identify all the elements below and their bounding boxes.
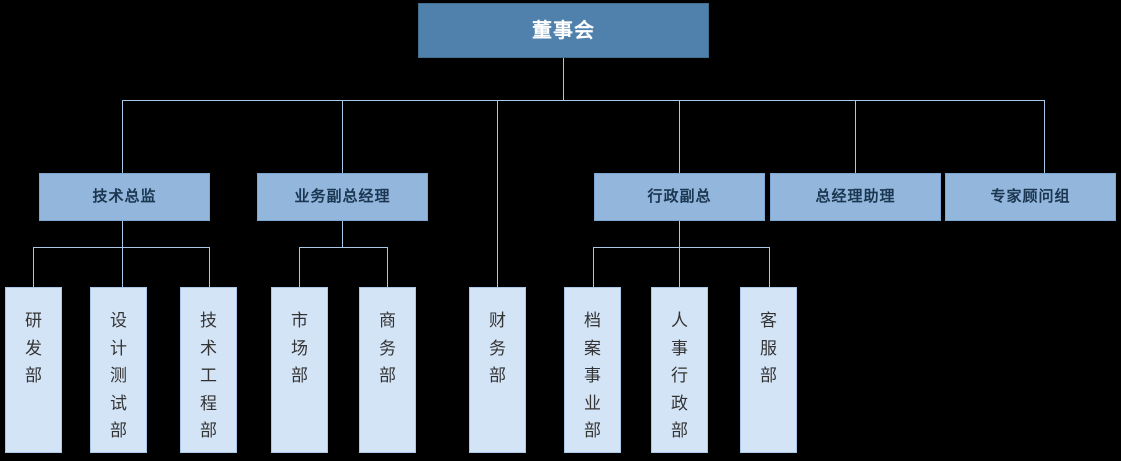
connector-to-service-dept: [769, 247, 770, 287]
node-label-char: 部: [379, 366, 396, 387]
node-label: 商务部: [360, 308, 415, 391]
node-admin-vp[interactable]: 行政副总: [594, 173, 765, 221]
node-label-char: 部: [760, 366, 777, 387]
connector-bus-to-expert-group: [1044, 100, 1045, 173]
node-label-char: 程: [200, 393, 217, 414]
node-business-dept[interactable]: 商务部: [359, 287, 416, 453]
node-hr-admin-dept[interactable]: 人事行政部: [651, 287, 708, 453]
node-tech-director[interactable]: 技术总监: [39, 173, 210, 221]
node-label: 档案事业部: [565, 308, 620, 446]
node-label-char: 设: [110, 311, 127, 331]
node-label: 技术工程部: [181, 308, 236, 446]
node-label: 设计测试部: [91, 308, 146, 446]
node-board-of-directors[interactable]: 董事会: [418, 3, 709, 58]
node-label-char: 事: [584, 366, 601, 387]
node-label-char: 研: [25, 311, 42, 331]
node-label-char: 部: [584, 421, 601, 442]
node-tech-eng-dept[interactable]: 技术工程部: [180, 287, 237, 453]
node-label: 专家顾问组: [990, 187, 1071, 206]
connector-admin-vp-bus: [593, 247, 769, 248]
node-label-char: 部: [291, 366, 308, 387]
node-label: 人事行政部: [652, 308, 707, 446]
connector-admin-vp-stem: [679, 221, 680, 247]
node-service-dept[interactable]: 客服部: [740, 287, 797, 453]
connector-to-tech-eng-dept: [209, 247, 210, 287]
node-label: 研发部: [6, 308, 61, 391]
connector-bus-to-gm-assistant: [855, 100, 856, 173]
node-label-char: 客: [760, 311, 777, 331]
node-label-char: 市: [291, 311, 308, 331]
node-gm-assistant[interactable]: 总经理助理: [770, 173, 941, 221]
node-label-char: 术: [200, 338, 217, 359]
node-design-test-dept[interactable]: 设计测试部: [90, 287, 147, 453]
node-label-char: 财: [489, 311, 506, 331]
node-label-char: 计: [110, 338, 127, 359]
connector-to-archive-dept: [593, 247, 594, 287]
node-label: 市场部: [272, 308, 327, 391]
node-label: 总经理助理: [815, 187, 896, 206]
node-label-char: 案: [584, 338, 601, 359]
node-label-char: 业: [584, 393, 601, 414]
node-label-char: 测: [110, 366, 127, 387]
node-label-char: 工: [200, 366, 217, 387]
connector-to-rd-dept: [33, 247, 34, 287]
connector-to-market-dept: [299, 247, 300, 287]
node-archive-dept[interactable]: 档案事业部: [564, 287, 621, 453]
connector-bus-to-biz-vp: [342, 100, 343, 173]
node-expert-group[interactable]: 专家顾问组: [945, 173, 1116, 221]
connector-to-design-test-dept: [122, 247, 123, 287]
connector-to-hr-admin-dept: [679, 247, 680, 287]
node-label-char: 事: [671, 338, 688, 359]
node-label-char: 部: [489, 366, 506, 387]
node-label: 业务副总经理: [294, 187, 391, 206]
node-label: 技术总监: [92, 187, 157, 206]
connector-to-business-dept: [387, 247, 388, 287]
connector-biz-vp-stem: [342, 221, 343, 247]
node-label-char: 政: [671, 393, 688, 414]
connector-root-bus: [122, 100, 1045, 101]
node-biz-vp[interactable]: 业务副总经理: [257, 173, 428, 221]
node-label: 董事会: [532, 17, 595, 42]
connector-tech-director-bus: [33, 247, 210, 248]
connector-bus-to-admin-vp: [679, 100, 680, 173]
node-label-char: 务: [379, 338, 396, 359]
node-label-char: 务: [489, 338, 506, 359]
connector-bus-to-finance-dept: [497, 100, 498, 287]
node-label-char: 发: [25, 338, 42, 359]
node-label: 财务部: [470, 308, 525, 391]
node-label-char: 商: [379, 311, 396, 331]
connector-bus-to-tech-director: [122, 100, 123, 173]
node-label: 行政副总: [647, 187, 712, 206]
node-label-char: 试: [110, 393, 127, 414]
node-label-char: 档: [584, 311, 601, 331]
node-label-char: 部: [200, 421, 217, 442]
connector-root-stem: [563, 58, 564, 100]
connector-tech-director-stem: [122, 221, 123, 247]
node-label: 客服部: [741, 308, 796, 391]
node-label-char: 行: [671, 366, 688, 387]
node-label-char: 场: [291, 338, 308, 359]
connector-biz-vp-bus: [299, 247, 387, 248]
node-label-char: 部: [671, 421, 688, 442]
node-label-char: 技: [200, 311, 217, 331]
node-label-char: 人: [671, 311, 688, 331]
node-market-dept[interactable]: 市场部: [271, 287, 328, 453]
node-label-char: 部: [25, 366, 42, 387]
node-label-char: 服: [760, 338, 777, 359]
node-finance-dept[interactable]: 财务部: [469, 287, 526, 453]
node-rd-dept[interactable]: 研发部: [5, 287, 62, 453]
node-label-char: 部: [110, 421, 127, 442]
